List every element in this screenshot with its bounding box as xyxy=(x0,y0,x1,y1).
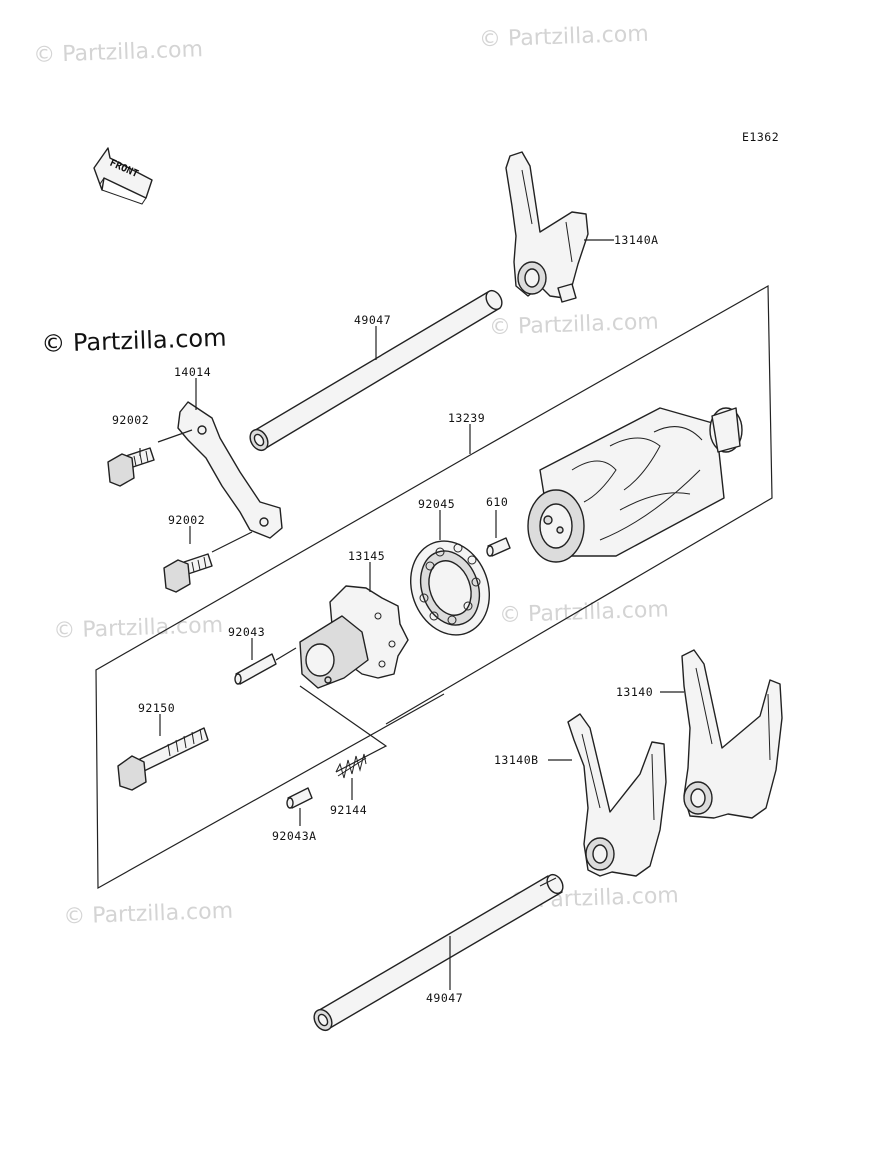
callout-labels: 13140A 49047 14014 92002 13239 92002 920… xyxy=(112,233,659,1005)
callout-92045: 92045 xyxy=(418,497,455,511)
pin-610 xyxy=(486,537,511,557)
watermark-text-main: © Partzilla.com xyxy=(41,324,227,358)
callout-14014: 14014 xyxy=(174,365,211,379)
shift-fork-13140a xyxy=(505,151,589,303)
callout-92150: 92150 xyxy=(138,701,175,715)
shift-rod-49047-bottom xyxy=(313,873,564,1032)
bolt-92150 xyxy=(117,727,209,791)
bolt-92002-b xyxy=(163,553,213,593)
shift-fork-13140 xyxy=(681,649,783,819)
assembly-frame xyxy=(95,284,773,890)
diagram-code: E1362 xyxy=(742,130,779,144)
shift-rod-49047-top xyxy=(249,289,503,452)
cam-13145 xyxy=(299,585,409,689)
callout-13140a: 13140A xyxy=(614,233,659,247)
watermark-text: © Partzilla.com xyxy=(479,22,650,53)
watermark-text: © Partzilla.com xyxy=(63,899,234,930)
bolt-92002-a xyxy=(107,447,155,487)
pin-92043a xyxy=(286,787,313,809)
watermarks: © Partzilla.com © Partzilla.com © Partzi… xyxy=(33,22,679,930)
callout-92002-b: 92002 xyxy=(168,513,205,527)
callout-92043a: 92043A xyxy=(272,829,317,843)
watermark-text: © Partzilla.com xyxy=(499,597,670,628)
callout-13140: 13140 xyxy=(616,685,653,699)
callout-13239: 13239 xyxy=(448,411,485,425)
callout-92144: 92144 xyxy=(330,803,367,817)
callout-92043: 92043 xyxy=(228,625,265,639)
front-arrow-icon: FRONT xyxy=(93,147,153,205)
spring-92144 xyxy=(335,753,367,779)
callout-49047-bottom: 49047 xyxy=(426,991,463,1005)
callout-92002-a: 92002 xyxy=(112,413,149,427)
watermark-text: © Partzilla.com xyxy=(53,613,224,644)
shift-drum-13239 xyxy=(527,407,743,563)
callout-610: 610 xyxy=(486,495,508,509)
pin-92043 xyxy=(234,653,277,685)
bearing-92045 xyxy=(409,540,491,636)
watermark-text: © Partzilla.com xyxy=(489,309,660,340)
leader-lines xyxy=(139,239,684,990)
callout-49047-top: 49047 xyxy=(354,313,391,327)
plate-14014 xyxy=(177,401,283,539)
callout-13140b: 13140B xyxy=(494,753,539,767)
shift-fork-13140b xyxy=(567,713,667,877)
callout-13145: 13145 xyxy=(348,549,385,563)
watermark-text: © Partzilla.com xyxy=(33,37,204,68)
